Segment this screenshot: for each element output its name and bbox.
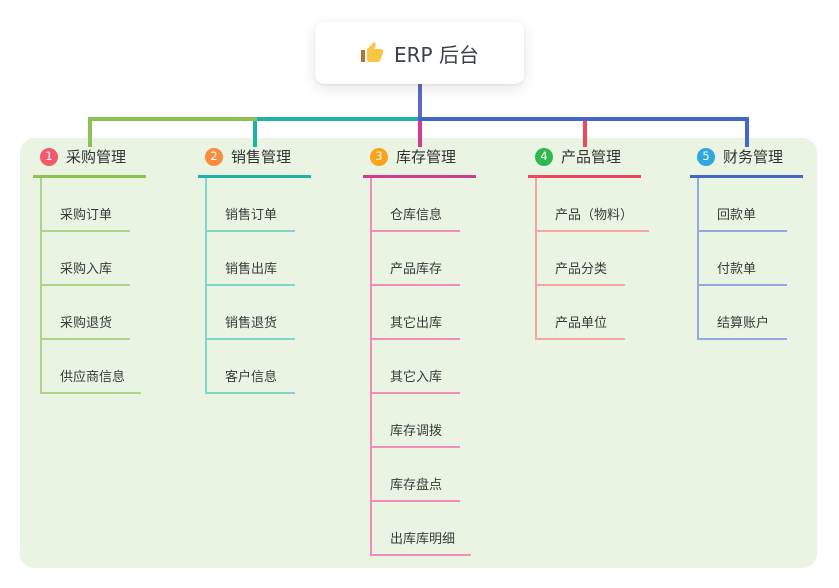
branch-number-badge: 2 [205,147,223,166]
branch-number-badge: 4 [535,147,553,166]
connector-branch-drop [87,117,92,147]
child-node[interactable]: 产品（物料） [537,178,650,232]
connector-branch-drop [417,121,422,147]
children-connector: 仓库信息产品库存其它出库其它入库库存调拨库存盘点出库库明细 [370,178,472,556]
branch-title[interactable]: 2 销售管理 [198,145,311,178]
child-label: 采购退货 [60,316,113,331]
child-label: 回款单 [717,208,757,223]
child-node[interactable]: 销售订单 [207,178,295,232]
root-node-label: ERP 后台 [394,42,479,67]
child-label: 销售出库 [225,262,278,277]
branch-title[interactable]: 4 产品管理 [528,145,641,178]
child-label: 其它入库 [390,370,443,385]
child-label: 供应商信息 [60,370,126,385]
child-node[interactable]: 仓库信息 [372,178,460,232]
branch-node: 3 库存管理仓库信息产品库存其它出库其它入库库存调拨库存盘点出库库明细 [363,145,476,556]
child-label: 客户信息 [225,370,278,385]
child-node[interactable]: 产品分类 [537,232,625,286]
branch-number-badge: 3 [370,147,388,166]
child-label: 销售退货 [225,316,278,331]
child-node[interactable]: 其它入库 [372,340,460,394]
branch-label: 采购管理 [66,148,127,166]
branch-number-badge: 1 [40,147,58,166]
connector-branch-drop [744,117,749,147]
connector-hbar-left [87,117,257,121]
child-label: 其它出库 [390,316,443,331]
child-label: 付款单 [717,262,757,277]
connector-root-drop [417,84,422,121]
branch-label: 库存管理 [396,148,457,166]
child-label: 仓库信息 [390,208,443,223]
child-label: 采购入库 [60,262,113,277]
branch-node: 1 采购管理采购订单采购入库采购退货供应商信息 [33,145,146,394]
child-label: 结算账户 [717,316,770,331]
mindmap-panel: 1 采购管理采购订单采购入库采购退货供应商信息 2 销售管理销售订单销售出库销售退货客… [20,138,817,568]
child-label: 产品分类 [555,262,608,277]
thumbs-up-icon [361,42,384,62]
child-label: 库存盘点 [390,478,443,493]
connector-hbar-mid [256,117,418,121]
child-label: 出库库明细 [390,532,456,547]
branch-node: 4 产品管理产品（物料） 产品分类产品单位 [528,145,650,340]
connector-branch-drop [582,121,587,147]
branch-node: 2 销售管理销售订单销售出库销售退货客户信息 [198,145,311,394]
child-node[interactable]: 结算账户 [699,286,787,340]
child-node[interactable]: 采购入库 [42,232,130,286]
child-label: 产品单位 [555,316,608,331]
connector-hbar-right [417,117,749,121]
branch-number-badge: 5 [697,147,715,166]
connector-branch-drop [252,121,257,147]
child-node[interactable]: 销售出库 [207,232,295,286]
branch-title[interactable]: 5 财务管理 [690,145,803,178]
child-node[interactable]: 其它出库 [372,286,460,340]
child-label: 销售订单 [225,208,278,223]
branch-node: 5 财务管理回款单付款单结算账户 [690,145,803,340]
children-connector: 采购订单采购入库采购退货供应商信息 [40,178,142,394]
child-node[interactable]: 回款单 [699,178,787,232]
child-label: 库存调拨 [390,424,443,439]
children-connector: 产品（物料） 产品分类产品单位 [535,178,650,340]
child-node[interactable]: 供应商信息 [42,340,142,394]
children-connector: 销售订单销售出库销售退货客户信息 [205,178,295,394]
child-node[interactable]: 销售退货 [207,286,295,340]
child-node[interactable]: 付款单 [699,232,787,286]
child-node[interactable]: 客户信息 [207,340,295,394]
children-connector: 回款单付款单结算账户 [697,178,787,340]
child-node[interactable]: 出库库明细 [372,502,472,556]
child-label: 产品库存 [390,262,443,277]
branch-label: 销售管理 [231,148,292,166]
branch-label: 财务管理 [723,148,784,166]
child-node[interactable]: 产品单位 [537,286,625,340]
root-node[interactable]: ERP 后台 [315,22,524,84]
branch-title[interactable]: 1 采购管理 [33,145,146,178]
child-label: 产品（物料） [555,208,634,223]
branch-title[interactable]: 3 库存管理 [363,145,476,178]
child-node[interactable]: 库存盘点 [372,448,460,502]
child-node[interactable]: 产品库存 [372,232,460,286]
branch-label: 产品管理 [561,148,622,166]
child-node[interactable]: 采购退货 [42,286,130,340]
child-node[interactable]: 库存调拨 [372,394,460,448]
child-node[interactable]: 采购订单 [42,178,130,232]
child-label: 采购订单 [60,208,113,223]
